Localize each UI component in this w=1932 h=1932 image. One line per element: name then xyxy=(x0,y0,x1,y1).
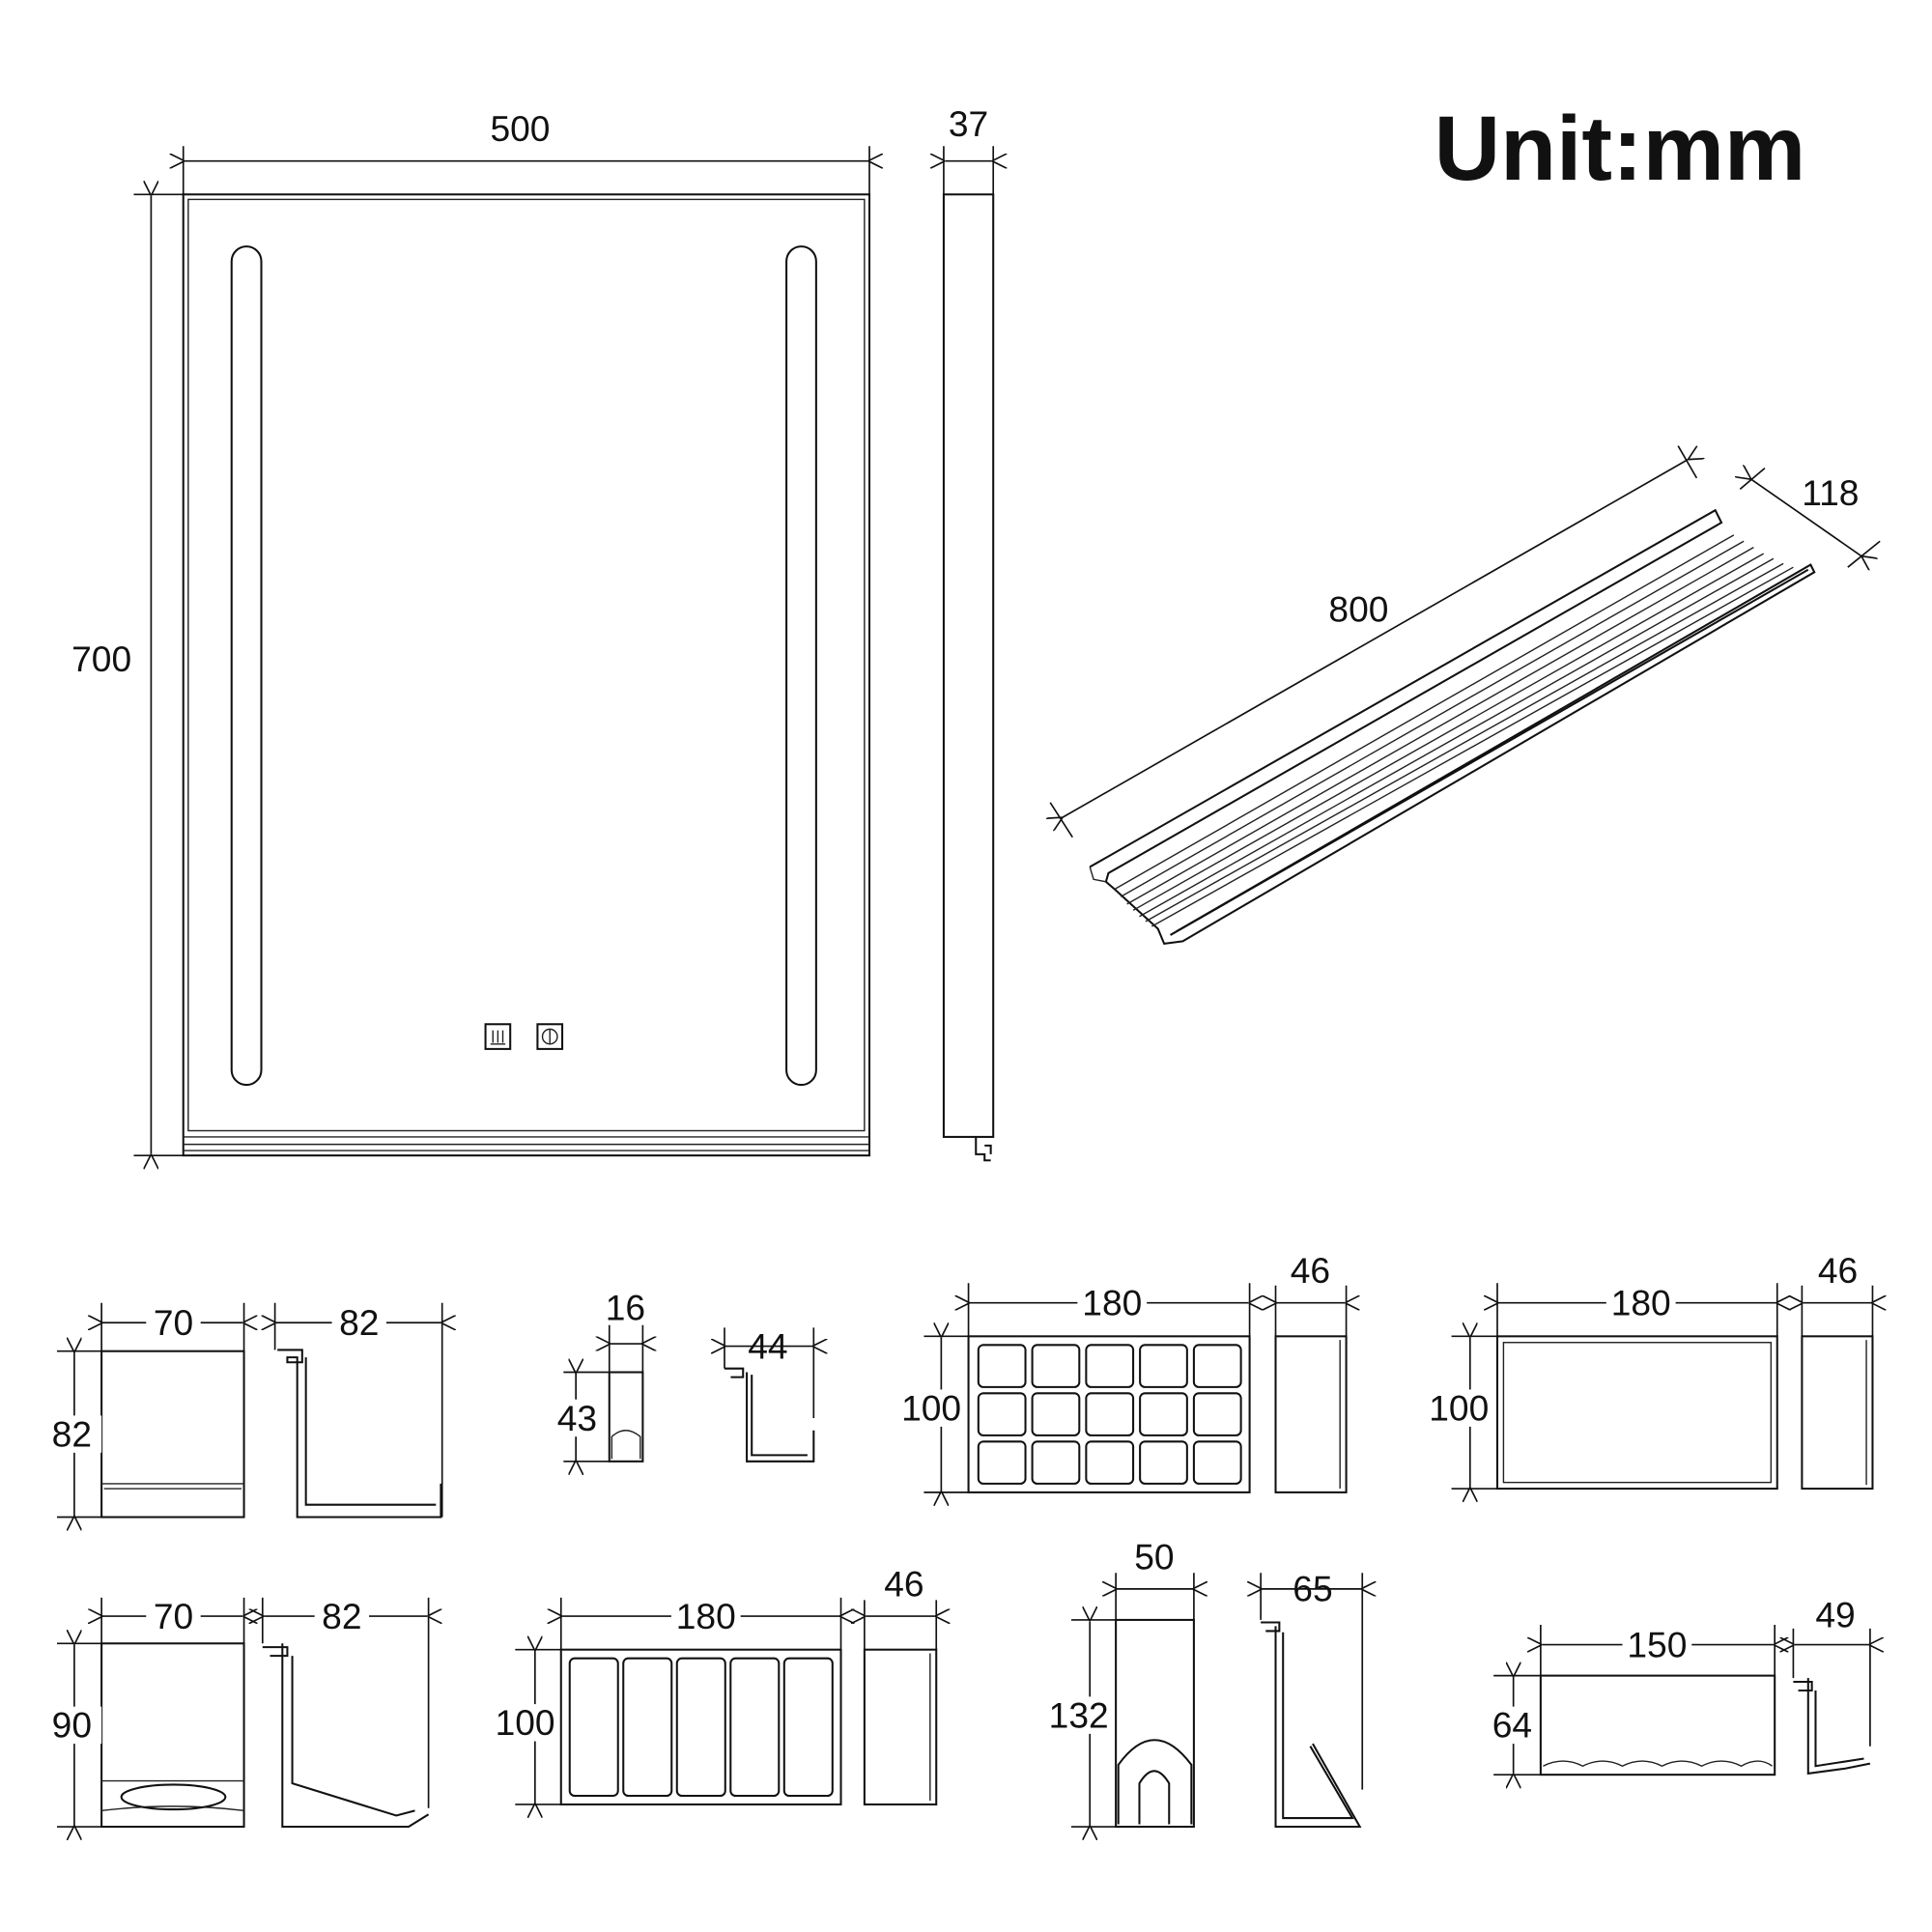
slot-box-width-label: 180 xyxy=(676,1596,736,1636)
open-box-front xyxy=(1495,1335,1778,1491)
hook-side-profile xyxy=(724,1367,815,1463)
shelf-depth-label: 118 xyxy=(1802,472,1859,513)
grid-box-front xyxy=(967,1335,1251,1493)
hair-dryer-holder-width-label: 50 xyxy=(1134,1536,1174,1577)
slot-compartment xyxy=(729,1657,781,1797)
toothbrush-holder-side-profile xyxy=(1793,1678,1871,1776)
grid-compartment xyxy=(1031,1392,1081,1436)
grid-compartment xyxy=(1139,1344,1188,1388)
cup-holder-b-width-label: 70 xyxy=(154,1596,193,1636)
grid-compartment xyxy=(1192,1440,1242,1485)
slot-box-front xyxy=(559,1648,842,1805)
mirror-height-label: 700 xyxy=(71,639,131,679)
grid-compartment xyxy=(1031,1440,1081,1485)
slot-compartment xyxy=(782,1657,834,1797)
open-box-depth-label: 46 xyxy=(1818,1250,1858,1291)
slot-box-height-label: 100 xyxy=(496,1702,555,1743)
slot-box-side xyxy=(863,1648,938,1805)
slot-compartment xyxy=(675,1657,726,1797)
mirror-width-label: 500 xyxy=(490,108,550,149)
grid-compartment xyxy=(1085,1344,1135,1388)
cup-holder-a-width-label: 70 xyxy=(154,1302,193,1343)
grid-compartment xyxy=(1192,1344,1242,1388)
slot-compartment xyxy=(568,1657,619,1797)
cup-holder-b xyxy=(100,1642,245,1829)
defog-icon xyxy=(484,1023,512,1050)
cup-holder-b-depth-label: 82 xyxy=(322,1596,361,1636)
toothbrush-holder-depth-label: 49 xyxy=(1815,1595,1855,1635)
led-strip-right xyxy=(785,245,817,1087)
hook-height-label: 43 xyxy=(557,1398,597,1438)
hook-front xyxy=(608,1371,644,1463)
grid-compartment xyxy=(1139,1392,1188,1436)
mirror-side-view xyxy=(942,193,995,1162)
toothbrush-holder-height-label: 64 xyxy=(1492,1705,1532,1746)
slot-box-depth-label: 46 xyxy=(884,1564,923,1605)
toothbrush-holder-front xyxy=(1539,1674,1776,1776)
open-box-side xyxy=(1801,1335,1874,1491)
grid-compartment xyxy=(977,1392,1027,1436)
shelf-perspective xyxy=(1089,508,1816,946)
grid-compartment xyxy=(1031,1344,1081,1388)
grid-compartment xyxy=(1192,1392,1242,1436)
cup-holder-a-side-profile xyxy=(277,1349,442,1519)
shelf-length-label: 800 xyxy=(1328,589,1388,630)
led-strip-left xyxy=(230,245,263,1087)
grid-compartment xyxy=(1139,1440,1188,1485)
grid-compartment xyxy=(977,1344,1027,1388)
unit-title: Unit:mm xyxy=(1435,98,1806,200)
mirror-depth-label: 37 xyxy=(949,103,988,144)
cup-holder-b-height-label: 90 xyxy=(52,1705,92,1746)
cup-holder-a xyxy=(100,1350,245,1519)
mirror-front-view xyxy=(182,193,871,1157)
power-icon xyxy=(536,1023,564,1050)
open-box-width-label: 180 xyxy=(1611,1283,1671,1323)
hair-dryer-holder-height-label: 132 xyxy=(1049,1694,1109,1735)
hook-width-label: 16 xyxy=(606,1288,645,1328)
cup-holder-a-depth-label: 82 xyxy=(339,1302,379,1343)
toothbrush-holder-width-label: 150 xyxy=(1627,1624,1687,1664)
cup-holder-b-side-profile xyxy=(262,1643,430,1829)
grid-box-depth-label: 46 xyxy=(1291,1250,1330,1291)
grid-box-width-label: 180 xyxy=(1082,1283,1142,1323)
hook-depth-label: 44 xyxy=(748,1325,787,1366)
grid-box-side xyxy=(1274,1335,1348,1493)
slot-compartment xyxy=(622,1657,673,1797)
open-box-height-label: 100 xyxy=(1429,1388,1489,1429)
hair-dryer-holder-side-profile xyxy=(1261,1621,1362,1829)
grid-compartment xyxy=(1085,1392,1135,1436)
grid-box-height-label: 100 xyxy=(901,1388,961,1429)
hair-dryer-holder-front xyxy=(1115,1618,1195,1829)
hair-dryer-holder-depth-label: 65 xyxy=(1293,1569,1332,1609)
grid-compartment xyxy=(977,1440,1027,1485)
grid-compartment xyxy=(1085,1440,1135,1485)
cup-holder-a-height-label: 82 xyxy=(52,1413,92,1454)
